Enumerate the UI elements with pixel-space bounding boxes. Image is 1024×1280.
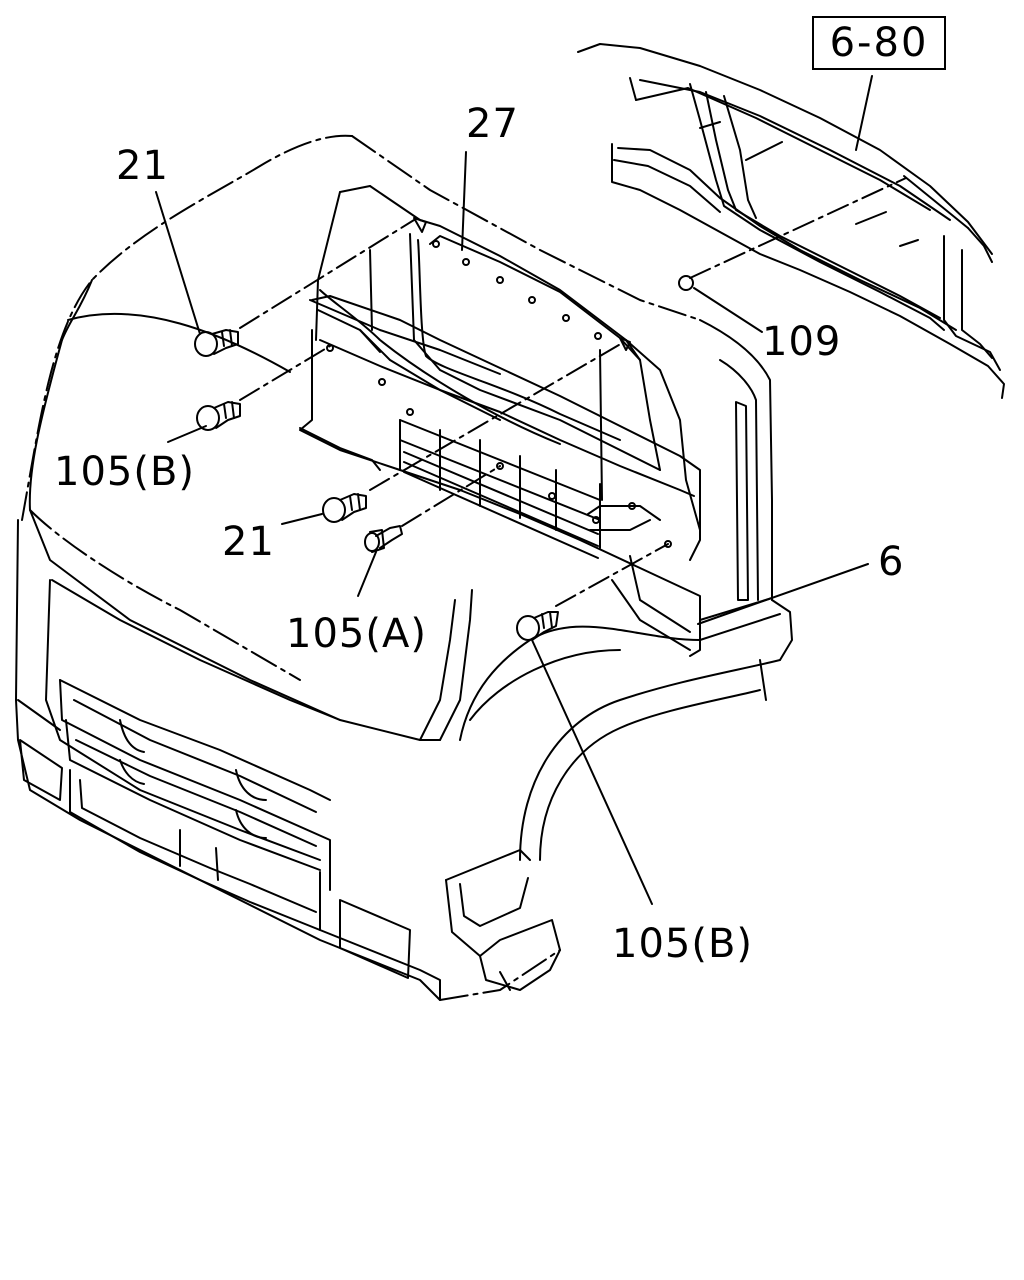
callout-109: 109 — [762, 319, 842, 365]
clip-105b-left — [197, 402, 240, 430]
reference-box[interactable]: 6-80 — [812, 16, 946, 70]
callout-6: 6 — [878, 539, 905, 585]
callout-105b-left: 105(B) — [54, 449, 195, 495]
callout-105a: 105(A) — [286, 611, 427, 657]
plug-109 — [679, 276, 693, 290]
callout-21-top: 21 — [116, 143, 169, 189]
clip-21-top — [195, 330, 238, 356]
cowl-panel — [300, 296, 700, 656]
reference-label: 6-80 — [829, 20, 929, 66]
callout-27: 27 — [466, 101, 519, 147]
leader-lines — [156, 76, 872, 904]
alignment-lines — [240, 178, 906, 606]
callout-21-mid: 21 — [222, 519, 275, 565]
callout-105b-bottom: 105(B) — [612, 921, 753, 967]
grille-panel-27 — [316, 186, 700, 547]
clip-105a — [365, 526, 402, 552]
clip-21-mid — [323, 494, 366, 522]
rear-cab-panel — [578, 44, 1004, 398]
cab-body — [16, 136, 792, 1000]
clip-105b-bottom — [517, 612, 558, 640]
